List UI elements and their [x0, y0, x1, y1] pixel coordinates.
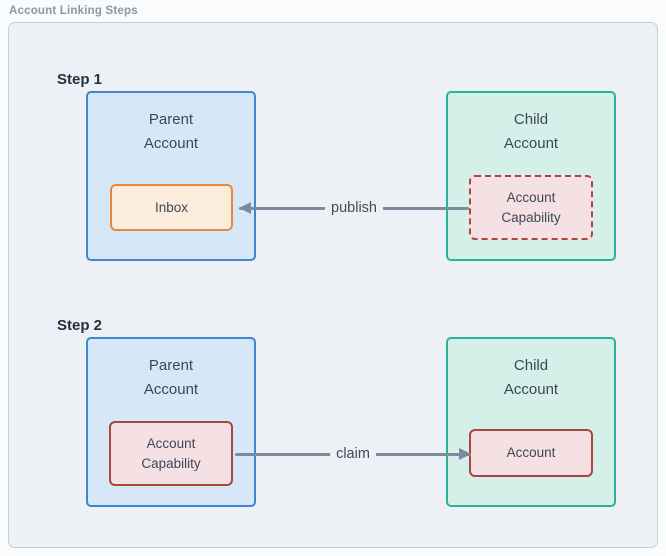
step1-parent-account-title: Parent Account — [143, 111, 199, 152]
diagram-canvas: Step 1 Parent Account Inbox Child Accoun… — [8, 22, 658, 548]
step2-account-box: Account — [469, 429, 593, 477]
step1-child-account-title: Child Account — [503, 111, 559, 152]
step2-child-account-box: Child Account — [446, 337, 616, 507]
publish-arrow-label: publish — [325, 200, 383, 216]
step-1-heading: Step 1 — [57, 71, 103, 88]
step1-inbox-box: Inbox — [110, 184, 233, 231]
claim-arrow: claim — [235, 446, 471, 462]
step1-parent-account-box: Parent Account — [86, 91, 256, 261]
publish-arrow: publish — [239, 200, 469, 216]
arrowhead-right-icon — [459, 448, 471, 460]
step1-account-capability-box: Account Capability — [469, 175, 593, 240]
diagram-title: Account Linking Steps — [9, 5, 138, 17]
arrowhead-left-icon — [239, 202, 251, 214]
step-2-heading: Step 2 — [57, 317, 103, 334]
claim-arrow-label: claim — [330, 446, 376, 462]
step2-parent-account-title: Parent Account — [143, 357, 199, 398]
step2-child-account-title: Child Account — [503, 357, 559, 398]
step2-account-capability-box: Account Capability — [109, 421, 233, 486]
